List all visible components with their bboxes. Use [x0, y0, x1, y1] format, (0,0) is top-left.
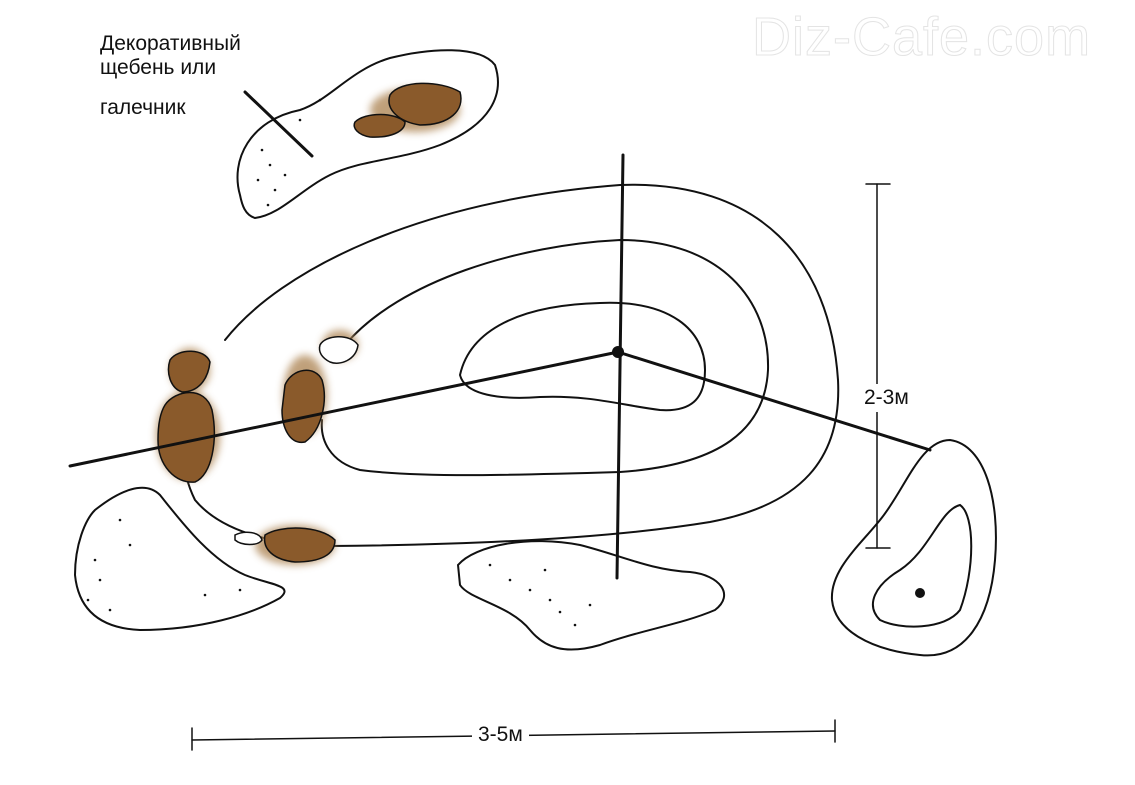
contour-middle-outer [320, 238, 770, 477]
gravel-bed-left [73, 486, 286, 632]
width-dimension-label: 3-5м [472, 723, 529, 747]
contour-middle [458, 301, 707, 412]
contour-outer [182, 183, 840, 548]
label-pointer [243, 90, 314, 158]
gravel-label-line3: галечник [100, 96, 186, 119]
gravel-bed-bottom [456, 540, 726, 651]
gravel-dots [86, 98, 592, 627]
dimension-lines [191, 183, 891, 751]
axis-lines [68, 153, 932, 580]
mound-right-inner [871, 503, 973, 628]
stones [157, 82, 462, 563]
mound-right [830, 438, 997, 657]
height-dimension-label: 2-3м [862, 384, 911, 412]
center-point [612, 346, 624, 358]
mound-peak-point [915, 588, 925, 598]
gravel-bed-top [236, 49, 499, 220]
watermark: Diz-Cafe.com [751, 7, 1092, 68]
gravel-label-line2: щебень или [100, 56, 217, 79]
gravel-label-line1: Декоративный [100, 32, 241, 55]
